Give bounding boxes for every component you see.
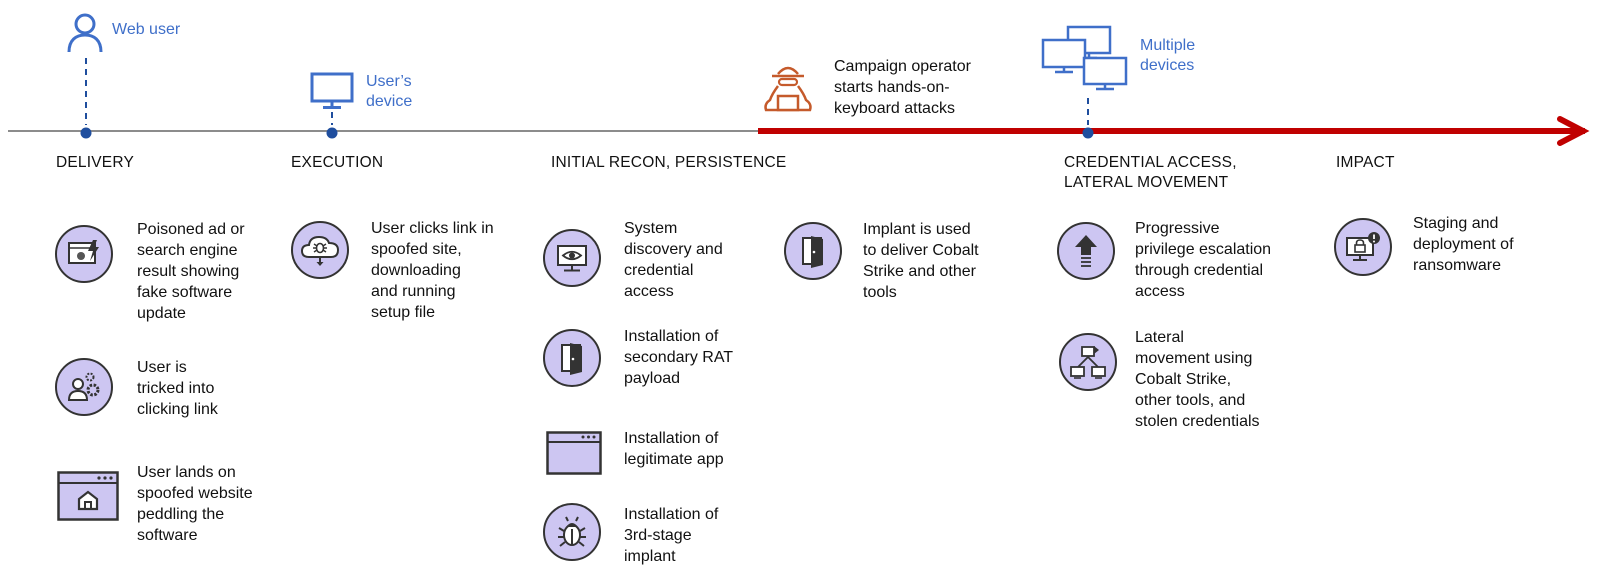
monitor-eye-icon	[543, 229, 601, 287]
text-line: User is	[137, 359, 187, 376]
credential-step-1-text: Progressive privilege escalation through…	[1135, 218, 1271, 302]
persistence-step-1-text: Implant is used to deliver Cobalt Strike…	[863, 219, 979, 303]
network-icon	[1059, 333, 1117, 391]
credential-step-2-text: Lateral movement using Cobalt Strike, ot…	[1135, 327, 1260, 432]
text-line: spoofed site,	[371, 241, 462, 258]
text-line: Staging and	[1413, 215, 1499, 232]
operator-text: Campaign operator starts hands-on- keybo…	[834, 56, 971, 119]
arrow-up-icon	[1057, 222, 1115, 280]
text-line: search engine	[137, 242, 238, 259]
text-line: deployment of	[1413, 236, 1514, 253]
browser-lightning-icon	[55, 225, 113, 283]
text-line: software	[137, 527, 198, 544]
users-device-label: User’s device	[366, 72, 412, 112]
execution-marker	[326, 127, 338, 139]
text-line: through credential	[1135, 262, 1264, 279]
web-user-label: Web user	[112, 21, 181, 38]
text-line: credential	[624, 262, 694, 279]
recon-step-2-text: Installation of secondary RAT payload	[624, 326, 733, 389]
text-line: downloading	[371, 262, 461, 279]
stage-credential-line2: LATERAL MOVEMENT	[1064, 174, 1229, 191]
operator-line2: starts hands-on-	[834, 79, 950, 96]
delivery-step-1-text: Poisoned ad or search engine result show…	[137, 219, 245, 324]
text-line: tricked into	[137, 380, 215, 397]
recon-step-3-text: Installation of legitimate app	[624, 428, 724, 470]
credential-marker	[1082, 127, 1094, 139]
text-line: 3rd-stage	[624, 527, 692, 544]
operator-line1: Campaign operator	[834, 58, 971, 75]
text-line: peddling the	[137, 506, 225, 523]
text-line: Installation of	[624, 430, 719, 447]
text-line: Installation of	[624, 328, 719, 345]
users-device-label-line1: User’s	[366, 73, 412, 90]
operator-line3: keyboard attacks	[834, 100, 955, 117]
delivery-marker	[80, 127, 92, 139]
monitor-icon	[310, 72, 354, 110]
text-line: ransomware	[1413, 257, 1502, 274]
text-line: discovery and	[624, 241, 723, 258]
text-line: stolen credentials	[1135, 413, 1260, 430]
text-line: privilege escalation	[1135, 241, 1272, 258]
multiple-devices-line2: devices	[1140, 57, 1195, 74]
text-line: movement using	[1135, 350, 1253, 367]
open-door-icon	[543, 329, 601, 387]
app-window-icon	[546, 431, 602, 475]
hacker-icon	[760, 60, 816, 116]
execution-step-1-text: User clicks link in spoofed site, downlo…	[371, 218, 494, 323]
impact-step-1-text: Staging and deployment of ransomware	[1413, 213, 1514, 276]
users-device-label-line2: device	[366, 93, 413, 110]
text-line: Progressive	[1135, 220, 1220, 237]
text-line: tools	[863, 284, 897, 301]
text-line: Lateral	[1135, 329, 1184, 346]
timeline-arrowhead-icon	[1557, 116, 1590, 146]
text-line: fake software	[137, 284, 233, 301]
multiple-devices-label: Multiple devices	[1140, 36, 1195, 76]
text-line: clicking link	[137, 401, 218, 418]
text-line: to deliver Cobalt	[863, 242, 979, 259]
text-line: User lands on	[137, 464, 236, 481]
text-line: Implant is used	[863, 221, 971, 238]
delivery-step-3-text: User lands on spoofed website peddling t…	[137, 462, 253, 546]
text-line: and running	[371, 283, 456, 300]
delivery-step-2-text: User is tricked into clicking link	[137, 357, 218, 420]
text-line: Installation of	[624, 506, 719, 523]
text-line: result showing	[137, 263, 240, 280]
stage-impact-title: IMPACT	[1336, 154, 1395, 171]
stage-credential-title: CREDENTIAL ACCESS, LATERAL MOVEMENT	[1064, 153, 1237, 193]
text-line: payload	[624, 370, 681, 387]
text-line: User clicks link in	[371, 220, 494, 237]
text-line: Poisoned ad or	[137, 221, 245, 238]
text-line: secondary RAT	[624, 349, 734, 366]
timeline	[8, 58, 1590, 146]
stage-delivery-title: DELIVERY	[56, 154, 134, 171]
cloud-download-bug-icon	[291, 221, 349, 279]
person-icon	[66, 12, 104, 54]
stage-execution-title: EXECUTION	[291, 154, 384, 171]
text-line: access	[1135, 283, 1185, 300]
text-line: Strike and other	[863, 263, 976, 280]
stage-recon-title: INITIAL RECON, PERSISTENCE	[551, 154, 787, 171]
monitor-lock-alert-icon	[1334, 218, 1392, 276]
multiple-devices-line1: Multiple	[1140, 37, 1196, 54]
text-line: setup file	[371, 304, 436, 321]
text-line: implant	[624, 548, 676, 565]
text-line: other tools, and	[1135, 392, 1246, 409]
text-line: update	[137, 305, 186, 322]
recon-step-4-text: Installation of 3rd-stage implant	[624, 504, 718, 567]
stage-credential-line1: CREDENTIAL ACCESS,	[1064, 154, 1237, 171]
multiple-monitors-icon	[1040, 24, 1130, 92]
text-line: System	[624, 220, 678, 237]
recon-step-1-text: System discovery and credential access	[624, 218, 723, 302]
browser-home-icon	[57, 471, 119, 521]
text-line: access	[624, 283, 674, 300]
bug-icon	[543, 503, 601, 561]
text-line: spoofed website	[137, 485, 253, 502]
user-gears-icon	[55, 358, 113, 416]
text-line: legitimate app	[624, 451, 724, 468]
text-line: Cobalt Strike,	[1135, 371, 1232, 388]
open-door-icon	[784, 222, 842, 280]
